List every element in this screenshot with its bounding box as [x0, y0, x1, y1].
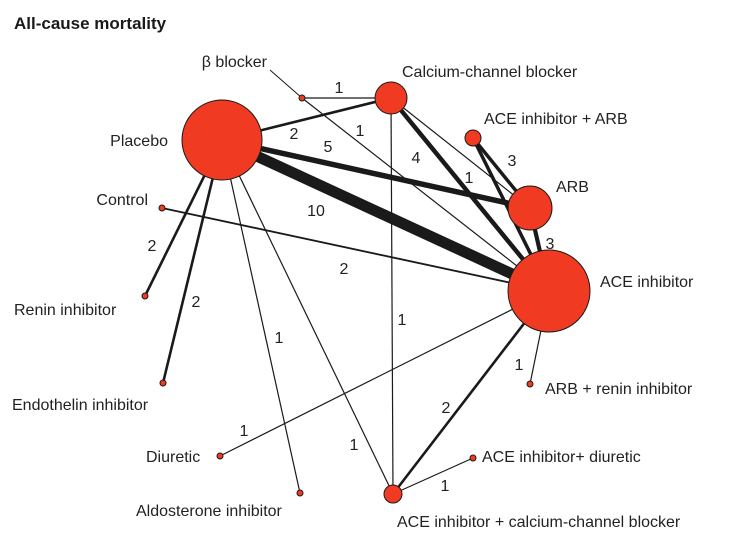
edge-label-placebo-acei_ccb: 1 [350, 437, 359, 454]
edge-ccb-acei [389, 96, 551, 293]
edge-diuretic-acei [219, 290, 550, 457]
edge-label-arb-acei: 3 [546, 236, 555, 253]
edge-label-acei_ccb-acei_diuretic: 1 [441, 478, 450, 495]
node-beta_blocker [298, 94, 306, 102]
node-label-ccb: Calcium-channel blocker [402, 64, 578, 81]
edge-placebo-endothelin [161, 139, 224, 384]
edge-label-acei-acei_ccb: 2 [442, 400, 451, 417]
node-label-aldosterone: Aldosterone inhibitor [136, 503, 283, 520]
edge-label-acei_arb-arb: 3 [508, 153, 517, 170]
node-acei_ccb [383, 484, 403, 504]
node-control [158, 204, 166, 212]
diagram-title: All-cause mortality [14, 14, 167, 33]
node-label-acei_arb: ACE inhibitor + ARB [484, 111, 628, 128]
node-label-control: Control [96, 192, 148, 209]
node-label-acei_ccb: ACE inhibitor + calcium-channel blocker [397, 514, 681, 531]
edge-ccb-acei_ccb [390, 97, 394, 495]
nodes-layer [141, 81, 591, 504]
edge-placebo-arb [221, 137, 531, 211]
edge-control-acei [161, 207, 550, 292]
node-aldosterone [296, 489, 304, 497]
edge-label-placebo-endothelin: 2 [192, 294, 201, 311]
node-diuretic [216, 452, 224, 460]
edge-acei-acei_ccb [391, 290, 551, 495]
node-label-renin: Renin inhibitor [14, 302, 117, 319]
node-arb [507, 185, 553, 231]
edge-label-placebo-ccb: 2 [290, 126, 299, 143]
node-label-arb: ARB [556, 179, 589, 196]
edge-beta_blocker-acei [301, 97, 550, 292]
edge-label-beta_blocker-ccb: 1 [335, 80, 344, 97]
edge-label-ccb-acei: 4 [412, 150, 421, 167]
edge-label-ccb-acei_ccb: 1 [398, 312, 407, 329]
edge-placebo-acei_ccb [221, 139, 394, 495]
edge-acei_ccb-acei_diuretic [392, 457, 474, 495]
leader-line-beta_blocker [269, 69, 303, 99]
node-ccb [374, 81, 408, 115]
edge-label-beta_blocker-acei: 1 [356, 123, 365, 140]
node-label-placebo: Placebo [110, 133, 168, 150]
node-label-diuretic: Diuretic [146, 449, 200, 466]
leaders-layer [269, 69, 303, 99]
edge-label-acei-arb_renin: 1 [515, 357, 524, 374]
edge-label-ccb-arb: 1 [465, 170, 474, 187]
edge-label-placebo-acei: 10 [307, 203, 325, 220]
node-label-arb_renin: ARB + renin inhibitor [545, 381, 693, 398]
node-placebo [181, 99, 263, 181]
node-label-beta_blocker: β blocker [202, 54, 268, 71]
edge-label-placebo-aldosterone: 1 [275, 330, 284, 347]
node-label-acei_diuretic: ACE inhibitor+ diuretic [482, 449, 641, 466]
edge-label-control-acei: 2 [340, 261, 349, 278]
node-label-endothelin: Endothelin inhibitor [12, 397, 149, 414]
edge-ccb-arb [390, 97, 531, 209]
node-acei [507, 249, 591, 333]
edge-label-placebo-arb: 5 [324, 139, 333, 156]
node-label-acei: ACE inhibitor [600, 274, 694, 291]
node-acei_diuretic [469, 454, 477, 462]
edge-label-diuretic-acei: 1 [240, 423, 249, 440]
node-acei_arb [464, 129, 482, 147]
node-endothelin [159, 379, 167, 387]
edge-placebo-aldosterone [221, 139, 301, 494]
edge-label-placebo-renin: 2 [148, 238, 157, 255]
node-arb_renin [526, 380, 534, 388]
edge-placebo-acei [219, 135, 552, 296]
node-renin [141, 292, 149, 300]
